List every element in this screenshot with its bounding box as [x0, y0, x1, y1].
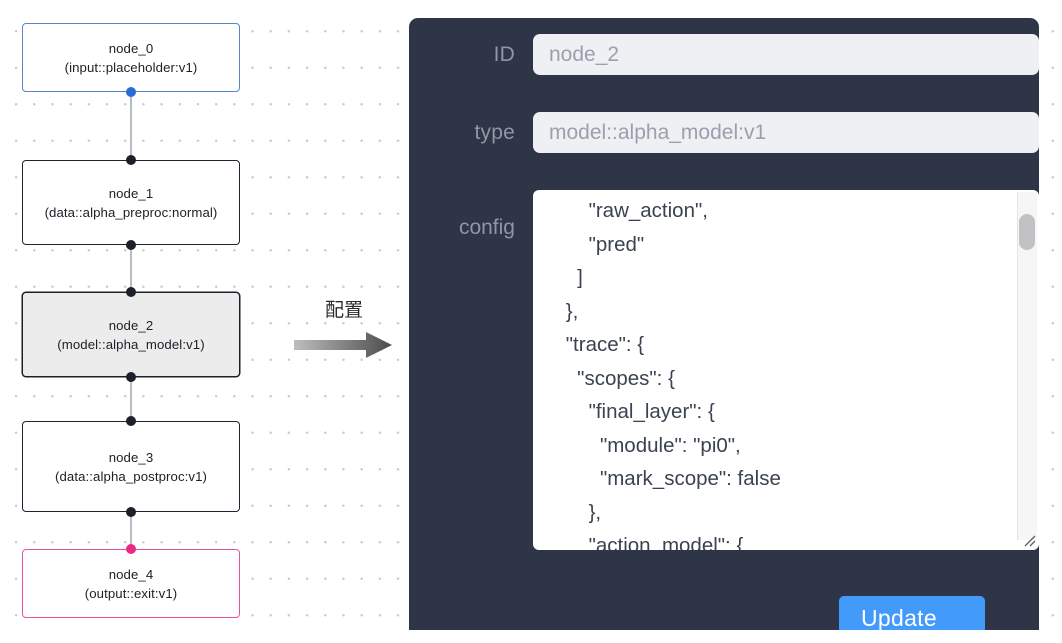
config-field-label: config [458, 216, 515, 239]
graph-node-id-label: node_4 [108, 566, 154, 582]
graph-node-type-label: (model::alpha_model:v1) [57, 336, 205, 352]
graph-node-node_4[interactable]: node_4 (output::exit:v1) [22, 549, 240, 618]
id-field-label: ID [493, 42, 515, 66]
node-handle-source-node_1[interactable] [126, 240, 136, 250]
graph-node-type-label: (data::alpha_postproc:v1) [54, 468, 208, 484]
config-scrollbar-track[interactable] [1017, 192, 1037, 540]
node-handle-target-node_3[interactable] [126, 416, 136, 426]
field-row-type: type model::alpha_model:v1 [409, 112, 1039, 153]
graph-node-type-label: (data::alpha_preproc:normal) [44, 204, 218, 220]
field-row-id: ID node_2 [409, 34, 1039, 75]
node-handle-target-node_2[interactable] [126, 287, 136, 297]
graph-node-id-label: node_2 [108, 317, 154, 333]
graph-node-id-label: node_0 [108, 40, 154, 56]
edge-node2-node3 [130, 377, 132, 421]
node-config-panel: ID node_2 type model::alpha_model:v1 con… [409, 18, 1039, 630]
graph-node-node_3[interactable]: node_3 (data::alpha_postproc:v1) [22, 421, 240, 512]
config-textarea[interactable]: "raw_action", "pred" ] }, "trace": { "sc… [565, 199, 781, 550]
graph-node-node_2[interactable]: node_2 (model::alpha_model:v1) [22, 292, 240, 377]
graph-node-type-label: (output::exit:v1) [84, 585, 178, 601]
type-input[interactable]: model::alpha_model:v1 [533, 112, 1039, 153]
node-handle-source-node_3[interactable] [126, 507, 136, 517]
node-handle-source-node_0[interactable] [126, 87, 136, 97]
type-field-label: type [474, 120, 515, 144]
resize-grip-icon[interactable] [1021, 532, 1037, 548]
config-textarea-wrapper[interactable]: "raw_action", "pred" ] }, "trace": { "sc… [533, 190, 1039, 550]
update-button[interactable]: Update [839, 596, 985, 630]
edge-node1-node2 [130, 245, 132, 292]
graph-node-id-label: node_1 [108, 185, 154, 201]
flow-arrow-label: 配置 [324, 299, 363, 321]
graph-node-node_1[interactable]: node_1 (data::alpha_preproc:normal) [22, 160, 240, 245]
node-handle-target-node_1[interactable] [126, 155, 136, 165]
node-handle-target-node_4[interactable] [126, 544, 136, 554]
graph-node-id-label: node_3 [108, 449, 154, 465]
graph-node-node_0[interactable]: node_0 (input::placeholder:v1) [22, 23, 240, 92]
right-arrow-icon [292, 330, 396, 365]
edge-node0-node1 [130, 92, 132, 160]
flow-arrow-group: 配置 [292, 298, 396, 362]
edge-node3-node4 [130, 512, 132, 549]
graph-node-type-label: (input::placeholder:v1) [64, 59, 198, 75]
id-input[interactable]: node_2 [533, 34, 1039, 75]
field-row-config: config "raw_action", "pred" ] }, "trace"… [409, 190, 1039, 550]
config-scrollbar-thumb[interactable] [1019, 214, 1035, 250]
node-handle-source-node_2[interactable] [126, 372, 136, 382]
